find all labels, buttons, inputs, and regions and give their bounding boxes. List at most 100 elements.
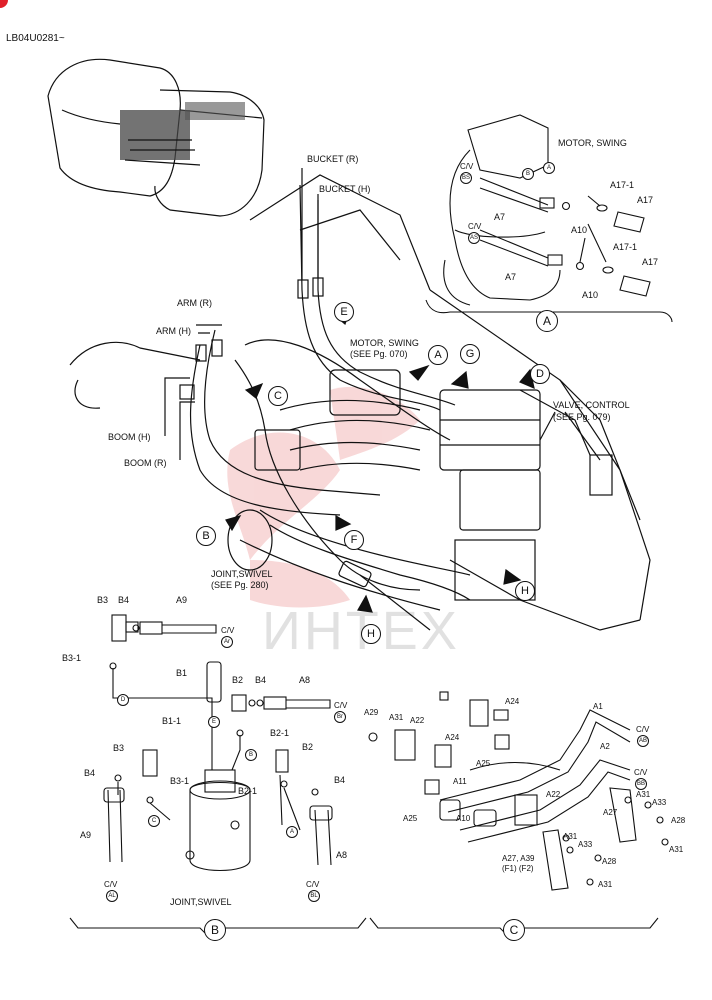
detail-b-port-ar: Ar <box>221 636 233 648</box>
detail-a-part-a7-top: A7 <box>494 212 506 222</box>
detail-b-port-bl: BL <box>308 890 320 902</box>
detail-a-part-a17-bottom: A17 <box>642 257 659 267</box>
detail-b-cv-br: C/V <box>334 701 348 710</box>
detail-a-part-a17-top: A17 <box>637 195 654 205</box>
detail-c-part-a25-b: A25 <box>476 759 491 768</box>
label-motor-swing: MOTOR, SWING <box>558 138 627 148</box>
detail-c-part-a11: A11 <box>453 777 467 786</box>
detail-c-part-a22-b: A22 <box>546 790 561 799</box>
label-motor-swing-ref-1: MOTOR, SWING <box>350 338 419 348</box>
detail-b-cv-al: C/V <box>104 880 118 889</box>
detail-b-cv-ar: C/V <box>221 626 235 635</box>
callout-c: C <box>268 386 288 406</box>
detail-c-cv-bb: C/V <box>634 768 648 777</box>
detail-c-part-a28-b: A28 <box>602 857 617 866</box>
detail-c <box>368 691 669 939</box>
detail-a-part-a17-1-top: A17-1 <box>610 180 635 190</box>
drawing-code: LB04U0281~ <box>6 33 65 44</box>
label-arm-h: ARM (H) <box>156 326 191 336</box>
page-corner-mark <box>0 0 8 8</box>
label-joint-swivel: JOINT,SWIVEL <box>170 897 232 907</box>
detail-b-part-b3-mid: B3 <box>113 743 125 753</box>
callout-h-bottom: H <box>361 624 381 644</box>
detail-a-cv-top: C/V <box>460 162 474 171</box>
detail-c-part-a1: A1 <box>593 702 603 711</box>
detail-b-part-b1-1: B1-1 <box>162 716 182 726</box>
detail-b-part-b2-1-mid: B2-1 <box>238 786 258 796</box>
detail-a-part-a10-bottom: A10 <box>582 290 599 300</box>
detail-c-cv-ab: C/V <box>636 725 650 734</box>
detail-b-part-b3-1-mid: B3-1 <box>170 776 190 786</box>
detail-c-part-a27-a39: A27, A39 <box>502 854 535 863</box>
detail-b-part-b2-1-top: B2-1 <box>270 728 290 738</box>
detail-b-part-b4-left: B4 <box>84 768 96 778</box>
callout-f: F <box>344 530 364 550</box>
detail-c-port-bb: BB <box>635 778 647 790</box>
detail-c-part-a27: A27 <box>603 808 618 817</box>
detail-c-part-a31-b: A31 <box>636 790 651 799</box>
label-arm-r: ARM (R) <box>177 298 212 308</box>
detail-b-part-a8-top: A8 <box>299 675 311 685</box>
detail-c-part-a10: A10 <box>456 814 471 823</box>
detail-a-part-a17-1-bottom: A17-1 <box>613 242 638 252</box>
detail-a <box>425 114 673 323</box>
detail-b-part-b3-1-top: B3-1 <box>62 653 82 663</box>
label-joint-swivel-ref-1: JOINT,SWIVEL <box>211 569 273 579</box>
callout-b: B <box>196 526 216 546</box>
detail-a-port-b: B <box>522 168 534 180</box>
detail-a-part-a7-bottom: A7 <box>505 272 517 282</box>
detail-b-cv-bl: C/V <box>306 880 320 889</box>
detail-c-port-ab: AB <box>637 735 649 747</box>
detail-b-part-b3-top: B3 <box>97 595 109 605</box>
detail-b-part-a9-top: A9 <box>176 595 188 605</box>
detail-c-part-a31-a: A31 <box>389 713 404 722</box>
detail-b-title: B <box>204 919 226 941</box>
detail-a-port-a: A <box>543 162 555 174</box>
detail-b-part-a9-bottom: A9 <box>80 830 92 840</box>
label-bucket-h: BUCKET (H) <box>319 184 371 194</box>
detail-c-part-f1-f2: (F1) (F2) <box>502 864 534 873</box>
detail-b-part-b1: B1 <box>176 668 188 678</box>
label-boom-h: BOOM (H) <box>108 432 151 442</box>
label-valve-control-1: VALVE, CONTROL <box>553 400 630 410</box>
callout-e: E <box>334 302 354 322</box>
detail-b-port-d: D <box>117 694 129 706</box>
detail-a-port-as: AS <box>468 232 480 244</box>
detail-b-port-br: Br <box>334 711 346 723</box>
label-boom-r: BOOM (R) <box>124 458 167 468</box>
detail-b-part-b4-top: B4 <box>118 595 130 605</box>
detail-b-part-b2-mid: B2 <box>302 742 314 752</box>
detail-c-part-a22-a: A22 <box>410 716 425 725</box>
detail-b-part-b4-mid: B4 <box>255 675 267 685</box>
main-assembly <box>69 168 651 631</box>
callout-g: G <box>460 344 480 364</box>
machine-overview <box>47 58 265 217</box>
label-motor-swing-ref-2: (SEE Pg. 070) <box>350 349 408 359</box>
detail-b-part-a8-bottom: A8 <box>336 850 348 860</box>
detail-c-part-a2: A2 <box>600 742 610 751</box>
detail-b-port-b: B <box>245 749 257 761</box>
detail-b-port-al: AL <box>106 890 118 902</box>
detail-c-part-a31-c: A31 <box>669 845 684 854</box>
callout-h-right: H <box>515 581 535 601</box>
detail-b-part-b4-right: B4 <box>334 775 346 785</box>
callout-a: A <box>428 345 448 365</box>
detail-b-port-a: A <box>286 826 298 838</box>
detail-c-part-a25-a: A25 <box>403 814 418 823</box>
detail-b-port-e: E <box>208 716 220 728</box>
label-bucket-r: BUCKET (R) <box>307 154 359 164</box>
detail-a-part-a10-top: A10 <box>571 225 588 235</box>
detail-c-part-a24-a: A24 <box>505 697 520 706</box>
detail-c-part-a28-a: A28 <box>671 816 686 825</box>
label-joint-swivel-ref-2: (SEE Pg. 280) <box>211 580 269 590</box>
detail-a-cv-bottom: C/V <box>468 222 482 231</box>
detail-a-port-bs: BS <box>460 172 472 184</box>
watermark: ИНТЕХ <box>262 601 460 661</box>
detail-b-part-b2-top: B2 <box>232 675 244 685</box>
detail-c-part-a31-e: A31 <box>598 880 613 889</box>
detail-c-part-a33-b: A33 <box>578 840 593 849</box>
detail-c-part-a31-d: A31 <box>563 832 578 841</box>
detail-b-port-c: C <box>148 815 160 827</box>
detail-a-title: A <box>536 310 558 332</box>
detail-c-part-a24-b: A24 <box>445 733 460 742</box>
